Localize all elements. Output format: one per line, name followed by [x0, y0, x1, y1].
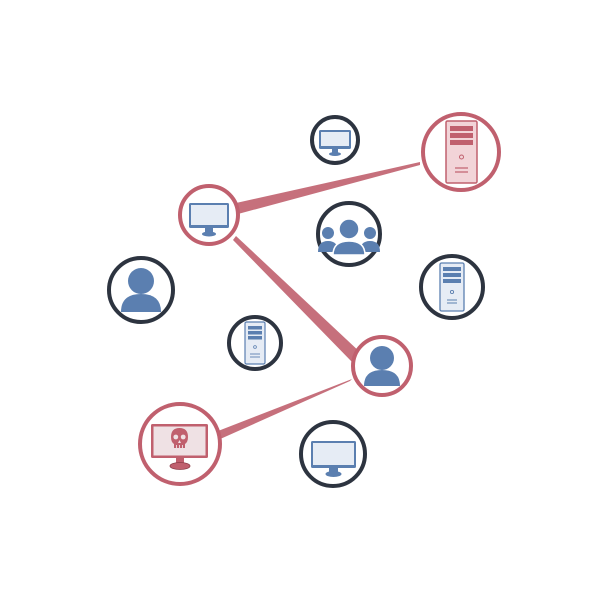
node-user-compromised[interactable] [351, 335, 413, 397]
node-server-center[interactable] [227, 315, 283, 371]
skull-monitor-icon [151, 424, 208, 470]
user-group-icon [318, 218, 380, 256]
server-icon [244, 321, 266, 365]
server-icon [439, 262, 465, 312]
node-workstation-bottom[interactable] [299, 420, 367, 488]
node-server-target[interactable] [421, 112, 501, 192]
node-user-group[interactable] [316, 201, 382, 267]
node-workstation-pivot[interactable] [178, 184, 240, 246]
monitor-icon [189, 203, 229, 237]
node-workstation-top[interactable] [310, 115, 360, 165]
attack-path [218, 162, 420, 440]
node-server-right[interactable] [419, 254, 485, 320]
user-icon [364, 346, 400, 386]
monitor-icon [311, 441, 356, 477]
server-icon [445, 120, 478, 184]
node-user-left[interactable] [107, 256, 175, 324]
monitor-icon [319, 130, 351, 156]
attack-link-attacker-to-user [218, 379, 352, 440]
user-icon [121, 268, 161, 312]
attack-link-workstation-to-server [236, 162, 420, 214]
attack-link-user-to-workstation [233, 236, 362, 362]
node-attacker-machine[interactable] [138, 402, 222, 486]
